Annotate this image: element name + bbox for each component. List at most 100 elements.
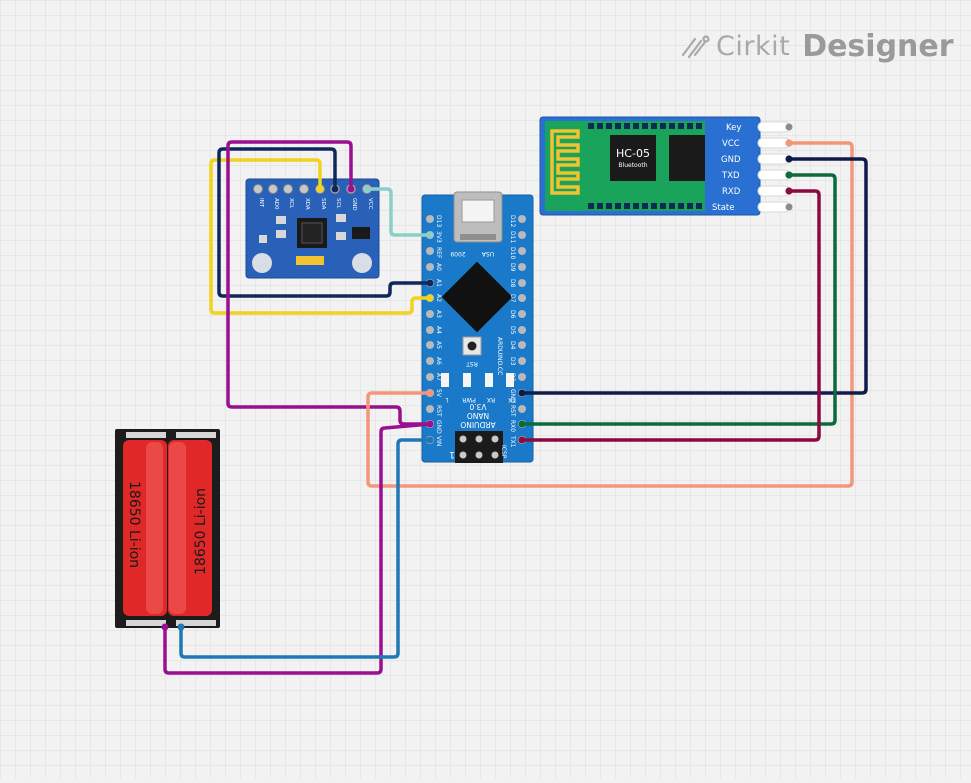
nano-led-label: RX (487, 396, 495, 403)
nano-pin-label: RST (509, 405, 516, 417)
gyro-regulator (352, 227, 370, 239)
gyro-module[interactable]: INT AD0 XCL XDA SDA SCL GND VCC (245, 178, 380, 279)
nano-pin-label: GND (509, 389, 516, 403)
gyro-crystal (296, 256, 324, 265)
nano-pin-ref[interactable] (426, 247, 434, 255)
nano-led-l (441, 373, 449, 387)
nano-mcu-chip (441, 261, 513, 333)
nano-icsp-pins (459, 435, 499, 459)
nano-pin-label: RST (435, 405, 442, 417)
nano-pin-label: A2 (435, 294, 442, 302)
nano-pin-a6[interactable] (426, 357, 434, 365)
nano-pin-label: A4 (435, 326, 442, 334)
nano-pin-a3[interactable] (426, 310, 434, 318)
wire-crimson-tx1-rxd[interactable] (520, 189, 821, 442)
nano-pin-label: D12 (509, 215, 516, 227)
battery-pack-18650[interactable]: 18650 Li-ion 18650 Li-ion (115, 429, 220, 630)
nano-pin-d8[interactable] (518, 279, 526, 287)
bt-header-vcc (757, 137, 791, 149)
nano-pin-label: D11 (509, 231, 516, 243)
nano-pin-label: A7 (435, 373, 442, 381)
gyro-pin-label: GND (351, 198, 357, 211)
bt-antenna-trace (550, 129, 580, 195)
nano-pin-a4[interactable] (426, 326, 434, 334)
wire-purple-battery-gnd[interactable] (163, 422, 432, 675)
gyro-pin-label: VCC (367, 198, 373, 210)
wire-blue-battery-vin[interactable] (179, 438, 432, 659)
nano-year-label: 2009 (450, 250, 465, 257)
logo-product-text: Designer (802, 28, 954, 64)
bt-pin-label: GND (721, 155, 741, 165)
nano-pin-d5[interactable] (518, 326, 526, 334)
nano-icsp-one-label: 1 (449, 449, 455, 459)
nano-pin-label: D4 (509, 341, 516, 350)
nano-pin-label: GND (435, 420, 442, 434)
gyro-pin-xcl[interactable] (283, 184, 293, 194)
gyro-pin-label: INT (258, 198, 264, 208)
battery-contact-top-right (176, 432, 216, 438)
wire-purple-gnd-gnd[interactable] (226, 140, 432, 426)
bt-flash-chip (669, 135, 705, 181)
nano-pin-rst-right[interactable] (518, 405, 526, 413)
nano-pin-d7[interactable] (518, 294, 526, 302)
nano-pin-label: A1 (435, 279, 442, 287)
nano-pin-d11[interactable] (518, 231, 526, 239)
battery-cell-right-shine (169, 442, 186, 614)
nano-pin-label: TX1 (509, 435, 516, 448)
wire-salmon-5v-bt-vcc[interactable] (366, 141, 854, 488)
nano-led-label: TX (508, 396, 517, 403)
nano-left-pin-column (426, 215, 434, 444)
bt-header-state (757, 201, 791, 213)
wire-layer (163, 140, 868, 675)
nano-pin-d2[interactable] (518, 373, 526, 381)
battery-cell-left-shine (146, 442, 163, 614)
bt-pin-key[interactable] (785, 123, 793, 131)
gyro-cap-4 (336, 232, 346, 240)
battery-label-left: 18650 Li-ion (126, 481, 142, 568)
gyro-pin-ad0[interactable] (268, 184, 278, 194)
nano-pin-a5[interactable] (426, 341, 434, 349)
nano-pin-d6[interactable] (518, 310, 526, 318)
wire-navy-gnd-bt-gnd[interactable] (520, 157, 868, 395)
nano-usa-label: USA (481, 250, 494, 257)
bt-pin-state[interactable] (785, 203, 793, 211)
nano-pin-d13[interactable] (426, 215, 434, 223)
nano-pin-label: VIN (435, 436, 442, 446)
arduino-nano[interactable]: D13 3V3 REF A0 A1 A2 A3 A4 A5 A6 A7 5V R… (421, 191, 534, 463)
nano-pin-a7[interactable] (426, 373, 434, 381)
nano-pin-d10[interactable] (518, 247, 526, 255)
nano-pin-d3[interactable] (518, 357, 526, 365)
nano-usb-port (461, 199, 495, 223)
nano-pin-rst-left[interactable] (426, 405, 434, 413)
nano-pin-label: A0 (435, 263, 442, 271)
wire-cyan-vcc-3v3[interactable] (365, 187, 432, 237)
nano-pin-label: D5 (509, 326, 516, 335)
nano-pin-label: A3 (435, 310, 442, 318)
bt-main-chip (610, 135, 656, 181)
nano-pin-label: A5 (435, 341, 442, 349)
cirkit-designer-logo: Cirkit Designer (680, 26, 954, 66)
gyro-pin-int[interactable] (253, 184, 263, 194)
gyro-mount-hole-right (352, 253, 372, 273)
nano-pin-d12[interactable] (518, 215, 526, 223)
hc05-bluetooth-module[interactable]: HC-05 Bluetooth Key VCC GND TXD RXD Stat… (539, 116, 793, 216)
bt-pin-label: Key (726, 123, 741, 133)
gyro-pin-label: AD0 (273, 198, 279, 210)
nano-pin-d9[interactable] (518, 263, 526, 271)
wire-yellow-sda-a2[interactable] (209, 158, 432, 315)
nano-led-label: PWR (462, 396, 476, 403)
nano-pin-label: D6 (509, 310, 516, 319)
wire-green-rx0-txd[interactable] (520, 173, 837, 426)
nano-pin-label: D13 (435, 215, 442, 227)
bt-header-txd (757, 169, 791, 181)
wire-navy-scl-a1[interactable] (217, 147, 432, 298)
nano-pin-label: 5V (435, 389, 442, 398)
gyro-pin-label: XDA (304, 198, 310, 210)
gyro-pin-xda[interactable] (299, 184, 309, 194)
bt-pin-label: VCC (722, 139, 740, 149)
nano-pin-label: 3V3 (435, 231, 442, 243)
nano-leds (441, 373, 514, 387)
bt-header-key (757, 121, 791, 133)
nano-pin-d4[interactable] (518, 341, 526, 349)
nano-pin-a0[interactable] (426, 263, 434, 271)
